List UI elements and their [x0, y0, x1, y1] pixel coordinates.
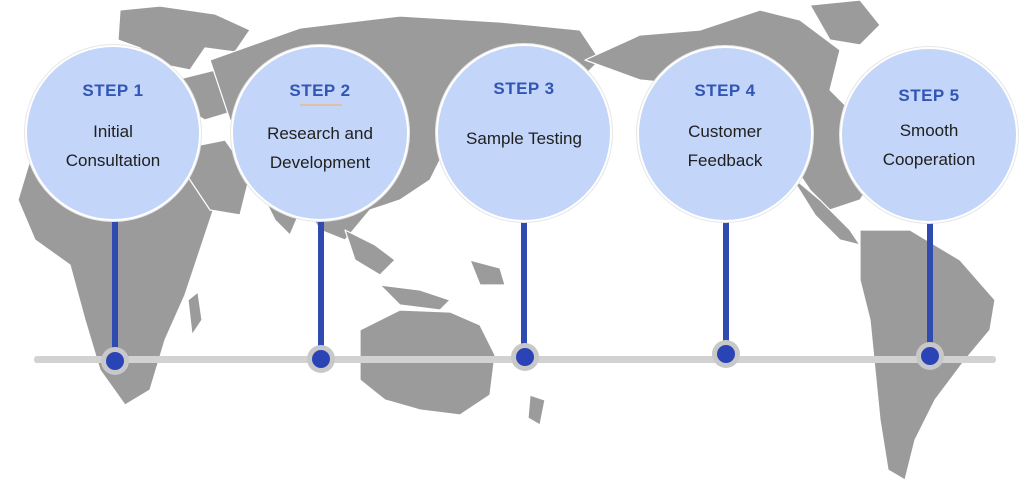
- step-5-label: STEP 5: [898, 86, 960, 105]
- step-3-stem: [521, 220, 527, 360]
- step-2-label: STEP 2: [289, 81, 351, 100]
- step-3-circle: STEP 3 Sample Testing: [436, 44, 612, 222]
- step-4-label: STEP 4: [694, 81, 756, 100]
- step-1-text: Initial Consultation: [65, 122, 161, 170]
- step-2-circle: STEP 2 Research and Development: [231, 45, 409, 221]
- step-2-label-underline: [300, 104, 342, 106]
- step-1-node: [101, 347, 129, 375]
- step-2-text: Research and Development: [267, 124, 373, 172]
- step-4-circle: STEP 4 Customer Feedback: [637, 46, 813, 222]
- step-4-node: [712, 340, 740, 368]
- step-4-stem: [723, 218, 729, 356]
- step-2-node: [307, 345, 335, 373]
- step-4-text: Customer Feedback: [687, 122, 763, 170]
- step-2-stem: [318, 215, 324, 363]
- step-3-node: [511, 343, 539, 371]
- step-1-label: STEP 1: [82, 81, 144, 100]
- step-3-label: STEP 3: [493, 79, 555, 98]
- step-1-stem: [112, 215, 118, 363]
- step-5-circle: STEP 5 Smooth Cooperation: [840, 47, 1018, 223]
- step-5-stem: [927, 218, 933, 358]
- step-5-node: [916, 342, 944, 370]
- step-5-text: Smooth Cooperation: [882, 121, 976, 169]
- step-3-text: Sample Testing: [466, 129, 582, 148]
- step-1-circle: STEP 1 Initial Consultation: [25, 45, 201, 221]
